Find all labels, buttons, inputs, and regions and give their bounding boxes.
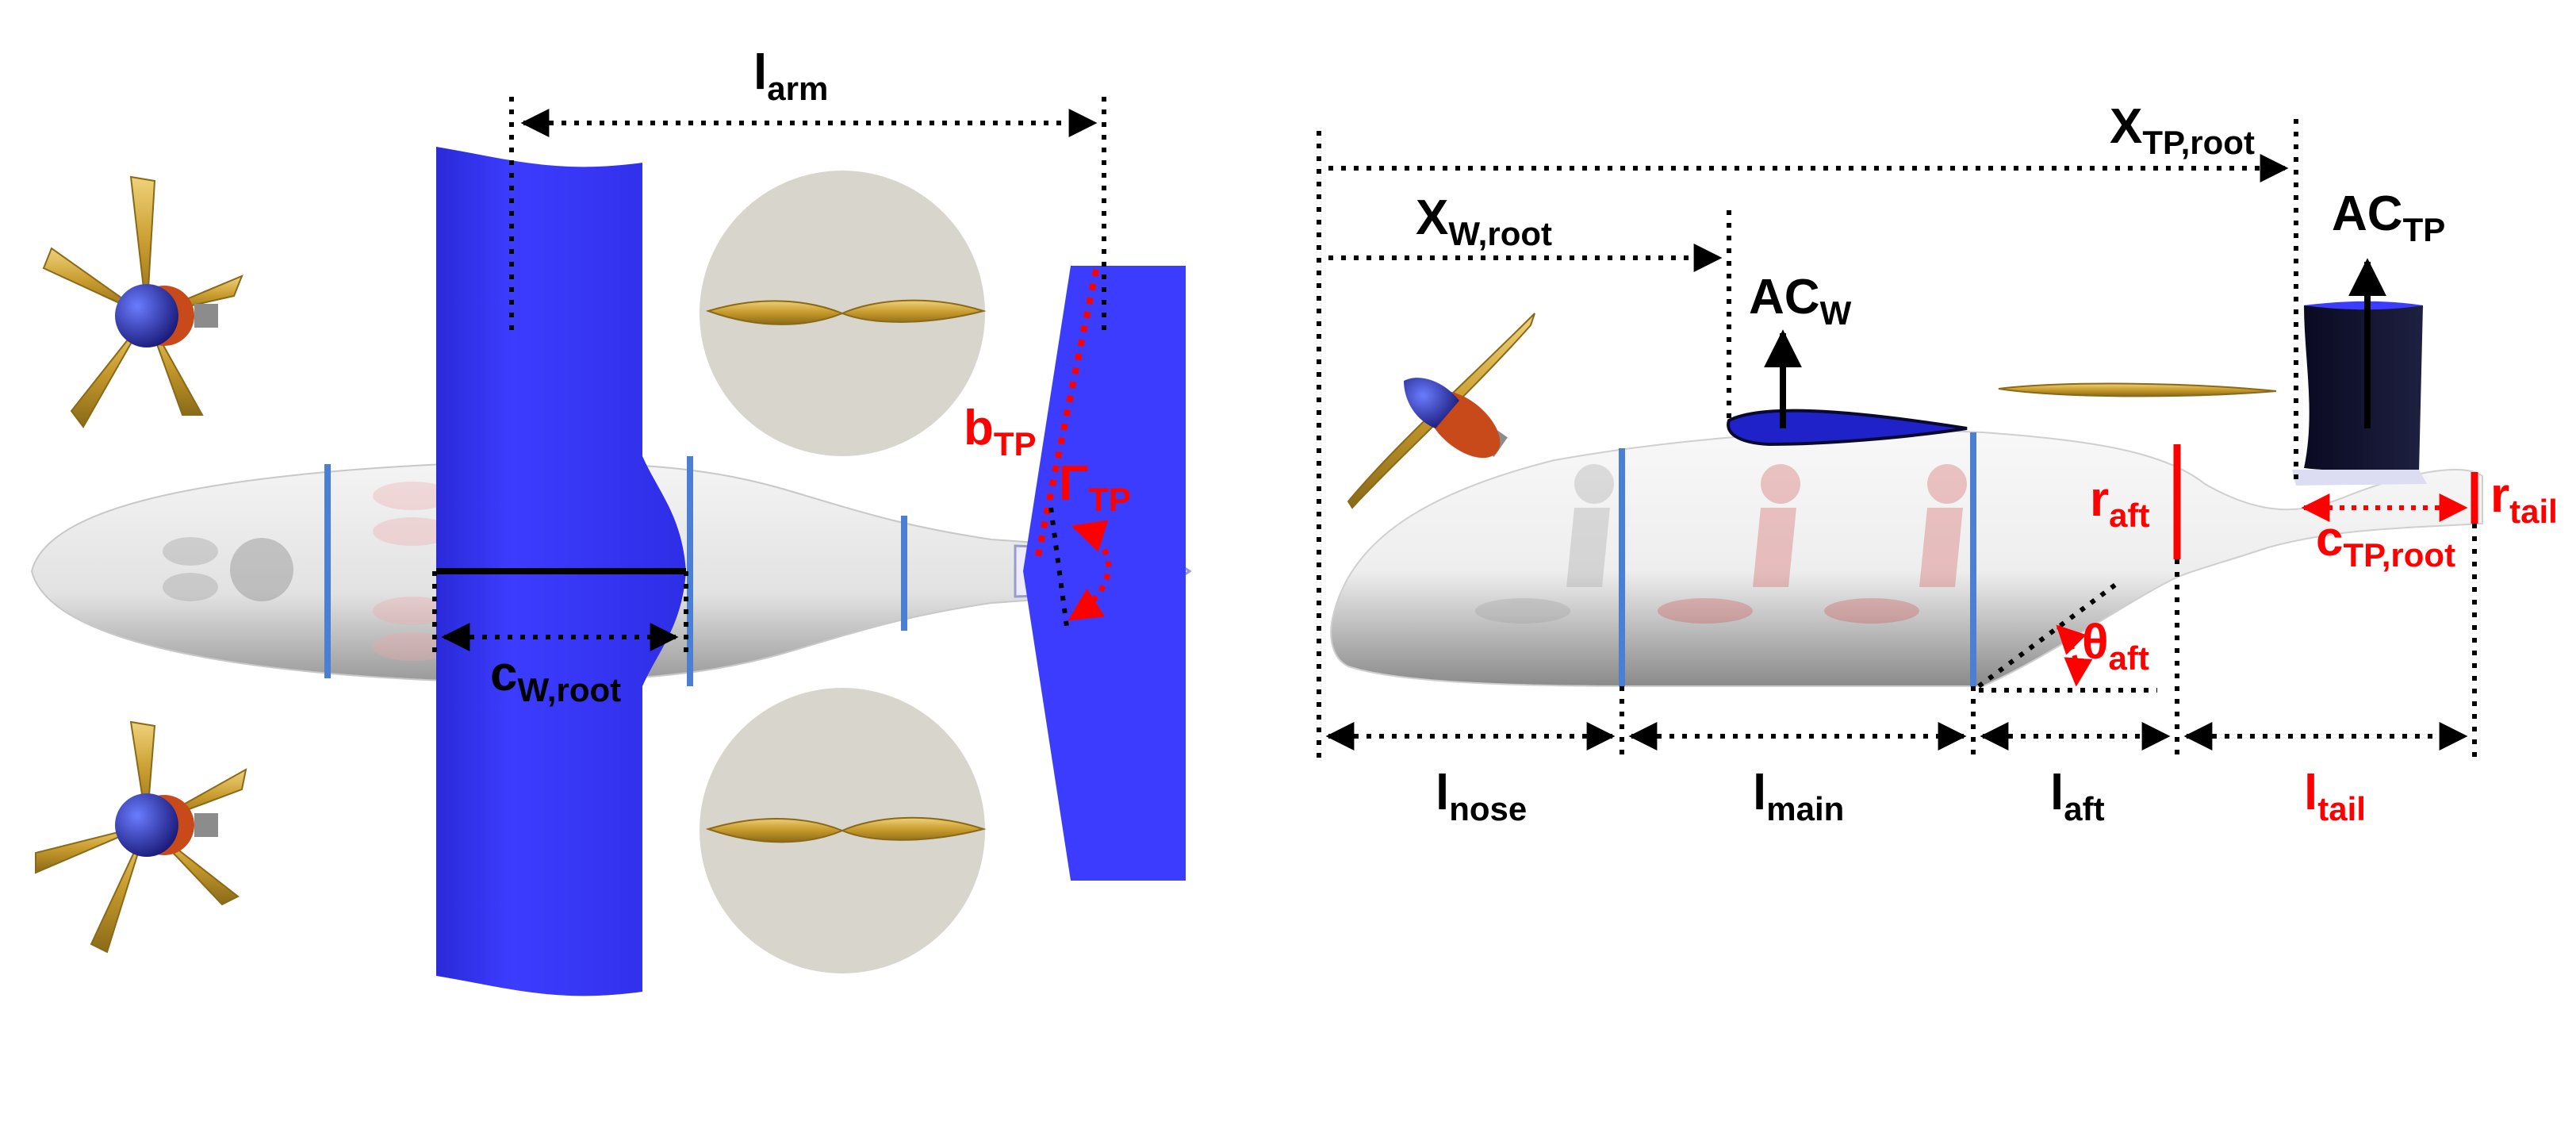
l-nose-label: lnose <box>1436 766 1527 827</box>
r-tail-label: rtail <box>2490 468 2558 530</box>
side-view: ACW ACTP XTP,root XW,root raft rtail <box>1317 99 2558 827</box>
theta-aft-label: θaft <box>2082 615 2149 677</box>
c-tp-root-label: cTP,root <box>2316 512 2455 574</box>
ac-w-label: ACW <box>1749 270 1852 332</box>
tail-plane <box>1023 266 1186 881</box>
vertical-tail <box>2304 302 2423 472</box>
top-view: larm cW,root bTP ΓTP <box>30 45 1192 996</box>
rotor-icon <box>42 175 243 428</box>
x-tp-root-label: XTP,root <box>2110 99 2255 161</box>
l-arm-label: larm <box>753 45 828 107</box>
x-w-root-label: XW,root <box>1416 190 1552 252</box>
gamma-tp-label: ΓTP <box>1059 456 1131 518</box>
c-w-root-label: cW,root <box>490 647 621 708</box>
motor-icon <box>1404 378 1508 459</box>
b-tp-label: bTP <box>964 401 1037 463</box>
r-aft-label: raft <box>2090 472 2149 534</box>
ac-tp-label: ACTP <box>2332 186 2445 248</box>
l-main-label: lmain <box>1753 766 1844 827</box>
seat-icon <box>1475 464 1967 624</box>
l-aft-label: laft <box>2050 766 2105 827</box>
wing-airfoil <box>1727 409 1968 447</box>
l-tail-label: ltail <box>2304 766 2366 827</box>
propeller-icon <box>700 688 987 973</box>
propeller-icon <box>700 171 987 456</box>
rotor-icon <box>35 720 247 954</box>
seat-icon <box>163 482 452 661</box>
